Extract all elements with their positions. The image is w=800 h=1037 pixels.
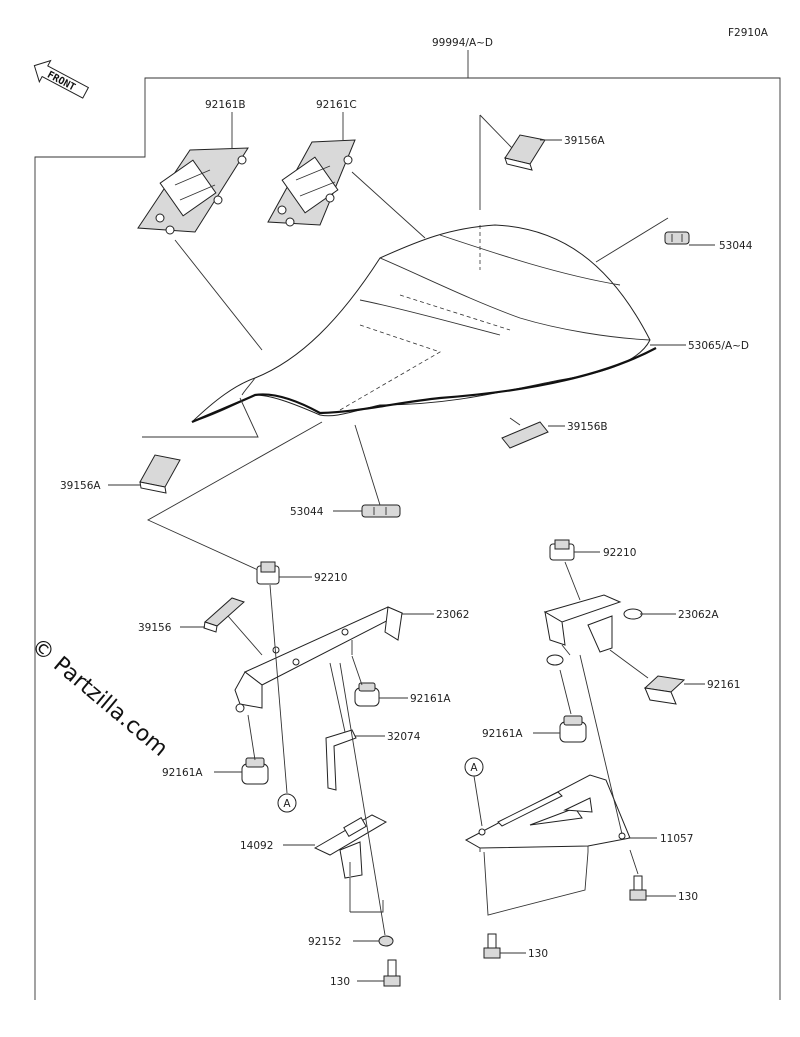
nut-92210-left [256,561,280,585]
label-53065: 53065/A~D [688,340,749,352]
leader-130-mid-bracket [483,851,589,916]
figure-code: F2910A [728,27,769,39]
bracket-32074 [325,729,357,791]
label-53044-right: 53044 [719,240,753,252]
label-92161C: 92161C [316,99,357,111]
leader-39156B [509,417,521,426]
leader-92161A-b-up [247,714,256,761]
grommet-92161A-b [241,757,269,785]
pad-39156A-left [139,454,181,494]
leader-cowl-to-bracket [147,421,323,571]
leader-11057-up [579,654,623,835]
label-23062: 23062 [436,609,469,621]
label-23062A: 23062A [678,609,719,621]
leader-39156A-left-bracket [142,397,259,438]
pad-92161 [643,675,686,705]
leader-pad-b-to-cowl [174,239,263,351]
leader-chain-to-92152 [339,662,386,936]
leader-92161-d [609,649,649,679]
ref-marker-right-label: A [470,762,478,774]
grommet-92161A-c [559,715,587,743]
leader-39156A-top-d [479,114,513,149]
pad-39156B [501,421,549,449]
label-92161A-b: 92161A [162,767,203,779]
label-99994: 99994/A~D [432,37,493,49]
leader-92210-right-down [564,561,581,601]
washer-92152 [378,935,394,947]
label-92161A-a: 92161A [410,693,451,705]
label-92161: 92161 [707,679,740,691]
label-39156: 39156 [138,622,172,634]
label-92161B: 92161B [205,99,246,111]
assembly-frame [34,77,781,1000]
label-14092: 14092 [240,840,273,852]
ref-marker-left-label: A [283,798,291,810]
clip-53044-right [664,231,690,245]
label-39156B: 39156B [567,421,608,433]
leader-bracket-to-A [269,584,288,794]
pad-92161B [137,147,249,235]
seat-cowl-53065 [191,224,657,424]
leader-A-right [473,775,483,827]
label-11057: 11057 [660,833,693,845]
pad-39156 [203,597,245,633]
label-92152: 92152 [308,936,341,948]
label-130-right: 130 [678,891,698,903]
bolt-130-mid [483,933,501,959]
leader-92161A-a-up [351,655,363,686]
bolt-130-right [629,875,647,901]
ref-marker-left [277,793,297,813]
leader-53044-mid [354,424,381,506]
grommet-92161A-a [354,682,380,707]
leader-pad-c-to-cowl [351,171,426,239]
label-39156A-left: 39156A [60,480,101,492]
plate-11057 [464,774,631,852]
clip-53044-mid [361,504,401,518]
front-arrow-icon: FRONT [33,59,90,99]
label-130-bottom: 130 [330,976,350,988]
leader-92161A-c-up [559,669,572,715]
pad-92161C [267,139,356,227]
leader-130-right-up [629,849,639,875]
leader-53044-right [595,217,669,263]
watermark-text: © Partzilla.com [26,633,172,761]
label-92161A-c: 92161A [482,728,523,740]
bolt-130-bottom [383,959,401,987]
leader-39156 [227,615,263,656]
pad-39156A-top [504,134,546,171]
bracket-23062A [543,594,643,666]
bracket-23062 [234,606,404,713]
nut-92210-right [549,539,575,561]
bracket-14092 [313,814,388,879]
leader-32074-up [329,662,346,733]
label-92210-left: 92210 [314,572,347,584]
leader-14092-bottom [350,900,384,913]
label-53044-mid: 53044 [290,506,324,518]
label-32074: 32074 [387,731,421,743]
label-130-mid: 130 [528,948,548,960]
label-92210-right: 92210 [603,547,636,559]
label-39156A-top: 39156A [564,135,605,147]
